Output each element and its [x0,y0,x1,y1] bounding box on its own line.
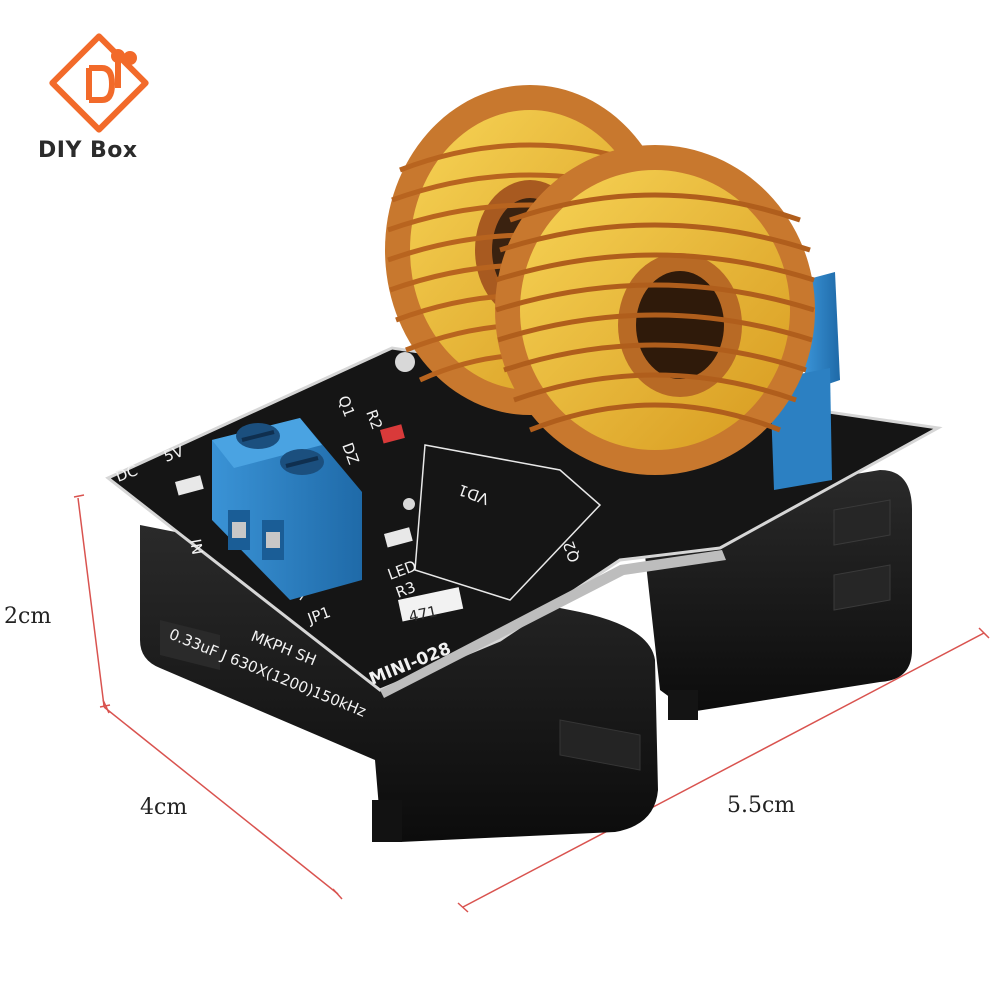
label-r2: R2 [362,407,386,432]
depth-dimension-label: 4cm [140,795,188,820]
screw-terminal-block [212,418,362,600]
brand-name: DIY Box [38,138,138,163]
height-dimension-label: 2cm [4,604,52,629]
circuit-diamond-icon [49,33,149,133]
label-r3: R3 [393,578,418,602]
toroid-coil-front [495,145,815,475]
dimension-lines [73,494,990,913]
label-resistor-code: 471 [407,602,439,626]
width-dimension-label: 5.5cm [727,793,796,818]
label-in: IN [186,538,206,557]
label-5v: 5V [161,442,186,466]
